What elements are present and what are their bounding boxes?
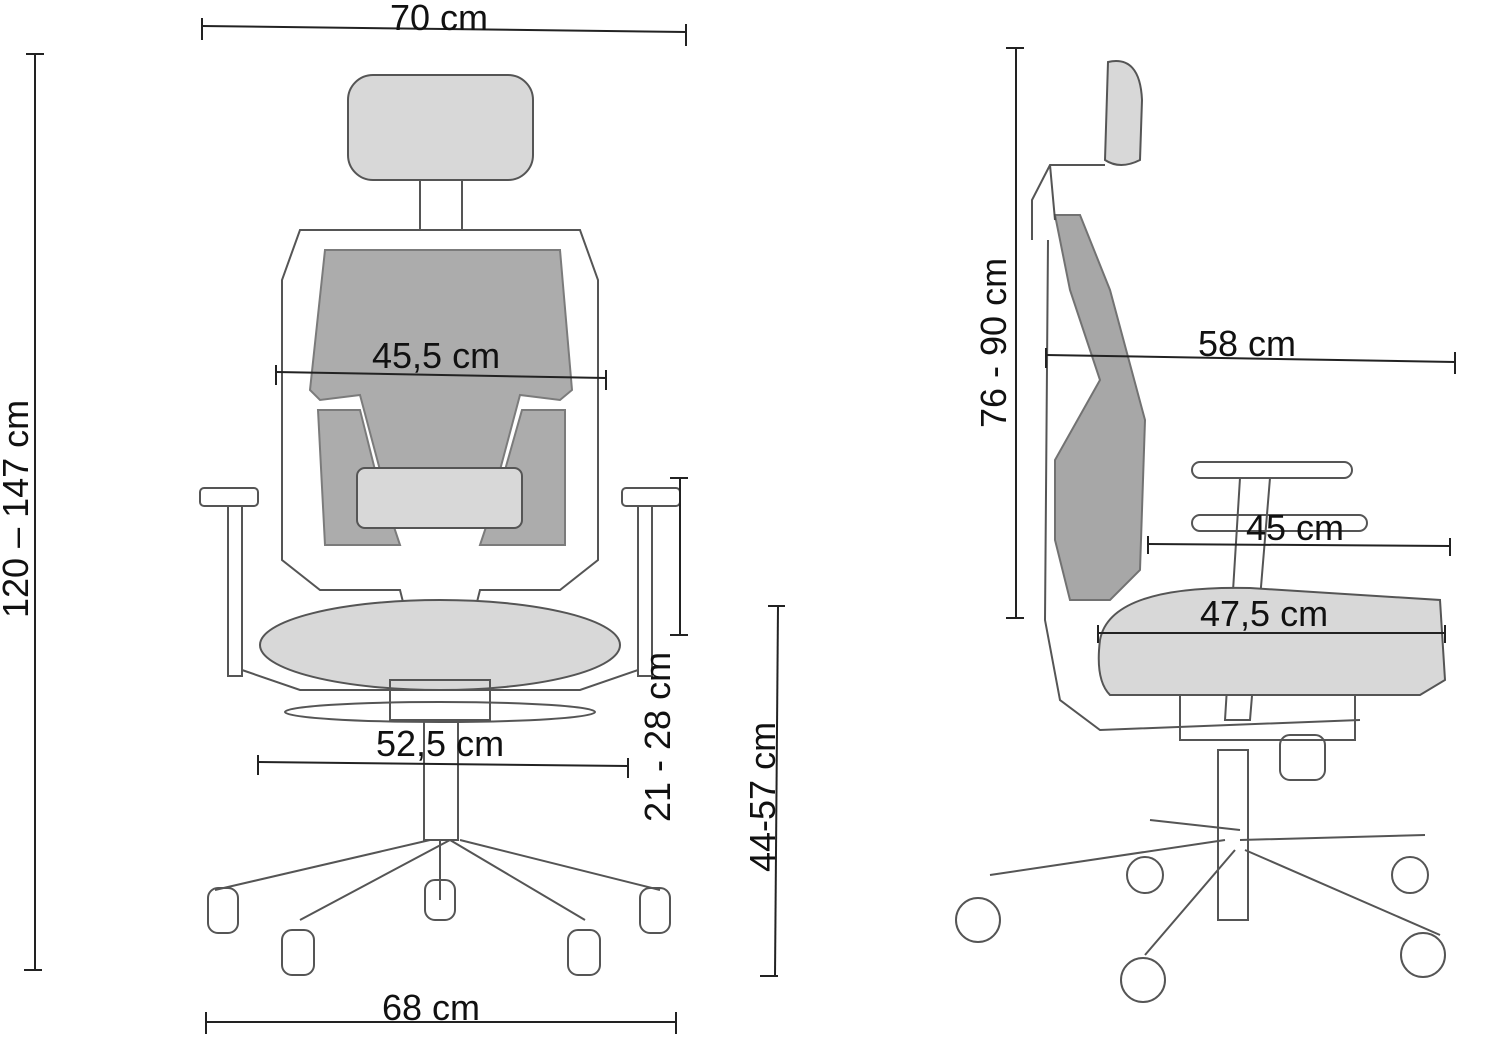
overall-height-label: 120 – 147 cm xyxy=(0,399,36,618)
armrest-height-label: 21 - 28 cm xyxy=(637,651,678,822)
base-width-label: 68 cm xyxy=(382,987,481,1028)
side-dimension-lines xyxy=(1006,47,1456,643)
seat-depth-label: 47,5 cm xyxy=(1200,593,1329,634)
backrest-width-label: 45,5 cm xyxy=(372,335,501,376)
front-dimension-lines xyxy=(24,18,785,1034)
overall-depth-label: 58 cm xyxy=(1198,323,1297,364)
seat-width-label: 52,5 cm xyxy=(376,723,505,764)
overall-width-label: 70 cm xyxy=(390,0,489,38)
side-view-chair xyxy=(955,60,1447,1003)
backrest-height-label: 76 - 90 cm xyxy=(973,257,1014,428)
front-view-chair xyxy=(199,74,681,976)
seat-height-label: 44-57 cm xyxy=(742,721,783,872)
armrest-depth-label: 45 cm xyxy=(1246,507,1345,548)
